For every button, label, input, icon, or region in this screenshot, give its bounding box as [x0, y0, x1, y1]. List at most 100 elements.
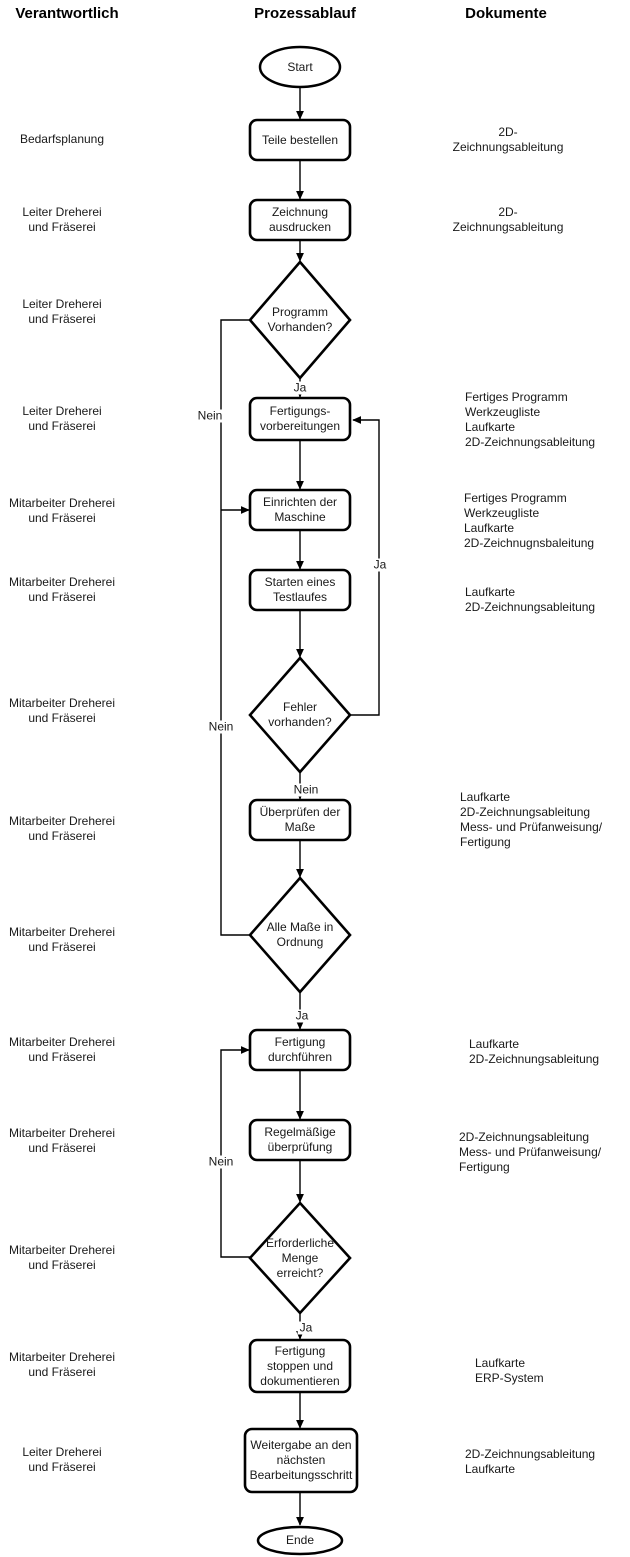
document-line: Laufkarte: [465, 585, 516, 599]
document-line: Laufkarte: [475, 1356, 526, 1370]
document-line: ERP-System: [475, 1371, 544, 1385]
document-line: Laufkarte: [465, 1462, 516, 1476]
responsible-line: Leiter Dreherei: [22, 296, 102, 311]
responsible-line: und Fräserei: [28, 419, 96, 433]
document-line: Laufkarte: [460, 790, 511, 804]
column-header-prozessablauf: Prozessablauf: [254, 5, 356, 22]
responsible-label-0: Bedarfsplanung: [0, 132, 124, 148]
responsible-line: und Fräserei: [28, 220, 96, 234]
node-shape-teile-bestellen: [248, 118, 352, 162]
responsible-line: Leiter Dreherei: [22, 204, 102, 219]
document-label-1: 2D-Zeichnungsableitung: [378, 205, 630, 235]
responsible-line: und Fräserei: [28, 1050, 96, 1064]
responsible-line: Mitarbeiter Dreherei: [8, 1034, 116, 1049]
edge-label-ja-0: Ja: [291, 380, 309, 395]
document-line: Fertiges Programm: [464, 491, 567, 505]
responsible-line: Mitarbeiter Dreherei: [8, 813, 116, 828]
connector-menge-nein-loop: [220, 1046, 250, 1258]
responsible-line: Leiter Dreherei: [22, 1444, 102, 1459]
responsible-line: Mitarbeiter Dreherei: [8, 924, 116, 939]
node-shape-weitergabe: [243, 1427, 359, 1494]
edge-label-ja-7: Ja: [297, 1320, 315, 1335]
document-line: Fertiges Programm: [465, 390, 568, 404]
document-line: 2D-Zeichnungsableitung: [469, 1052, 600, 1066]
node-shape-ende: [256, 1525, 344, 1556]
document-line: 2D-Zeichnungsableitung: [465, 1447, 596, 1461]
edge-label-nein-4: Nein: [291, 782, 321, 797]
document-line: Zeichnungsableitung: [452, 140, 564, 154]
responsible-line: Mitarbeiter Dreherei: [8, 574, 116, 589]
node-shape-programm-vorhanden: [248, 260, 352, 380]
node-shape-einrichten-der-maschine: [248, 488, 352, 532]
document-line: Laufkarte: [469, 1037, 520, 1051]
responsible-line: Mitarbeiter Dreherei: [8, 495, 116, 510]
document-line: 2D-Zeichnungsableitung: [460, 805, 591, 819]
column-header-verantwortlich: Verantwortlich: [15, 5, 119, 22]
document-line: 2D-: [498, 125, 518, 139]
node-shape-regelmaessige-ueberpruefung: [248, 1118, 352, 1162]
document-line: 2D-Zeichnungsableitung: [459, 1129, 590, 1144]
document-line: 2D-: [498, 205, 518, 219]
responsible-line: und Fräserei: [28, 829, 96, 843]
responsible-line: Mitarbeiter Dreherei: [8, 1125, 116, 1140]
document-line: 2D-Zeichnungsableitung: [465, 600, 596, 614]
edge-label-nein-3: Nein: [206, 719, 236, 734]
responsible-line: und Fräserei: [28, 1141, 96, 1155]
document-line: 2D-Zeichnungsableitung: [465, 435, 596, 449]
connector-nein-loop-left: [220, 319, 250, 936]
responsible-line: Mitarbeiter Dreherei: [8, 1349, 116, 1364]
edge-label-ja-2: Ja: [371, 557, 389, 572]
responsible-line: und Fräserei: [28, 1258, 96, 1272]
document-line: Mess- und Prüfanweisung/: [459, 1144, 602, 1159]
node-shape-zeichnung-ausdrucken: [248, 198, 352, 242]
responsible-line: Leiter Dreherei: [22, 403, 102, 418]
responsible-line: und Fräserei: [28, 711, 96, 725]
edge-label-nein-1: Nein: [195, 408, 225, 423]
responsible-line: Mitarbeiter Dreherei: [8, 695, 116, 710]
node-shape-start: [258, 45, 342, 89]
document-line: Werkzeugliste: [464, 506, 540, 520]
responsible-line: und Fräserei: [28, 511, 96, 525]
responsible-line: Bedarfsplanung: [19, 132, 105, 147]
node-shape-alle-masse-in-ordnung: [248, 876, 352, 994]
document-line: Mess- und Prüfanweisung/: [460, 820, 603, 834]
document-label-0: 2D-Zeichnungsableitung: [378, 125, 630, 155]
column-header-dokumente: Dokumente: [465, 5, 547, 22]
document-line: Werkzeugliste: [465, 405, 541, 419]
responsible-line: und Fräserei: [28, 1365, 96, 1379]
node-shape-fertigung-stoppen: [248, 1338, 352, 1394]
node-shape-fehler-vorhanden: [248, 656, 352, 774]
node-shape-fertigungsvorbereitungen: [248, 396, 352, 442]
document-line: Fertigung: [459, 1159, 510, 1174]
document-line: Fertigung: [460, 835, 511, 849]
responsible-line: und Fräserei: [28, 590, 96, 604]
node-shape-ueberpruefen-der-masse: [248, 798, 352, 842]
edge-label-nein-6: Nein: [206, 1154, 236, 1169]
responsible-line: und Fräserei: [28, 1460, 96, 1474]
responsible-line: Mitarbeiter Dreherei: [8, 1242, 116, 1257]
document-line: 2D-Zeichnugnsbaleitung: [464, 536, 595, 550]
document-line: Laufkarte: [465, 420, 516, 434]
edge-label-ja-5: Ja: [293, 1008, 311, 1023]
node-shape-fertigung-durchfuehren: [248, 1028, 352, 1072]
